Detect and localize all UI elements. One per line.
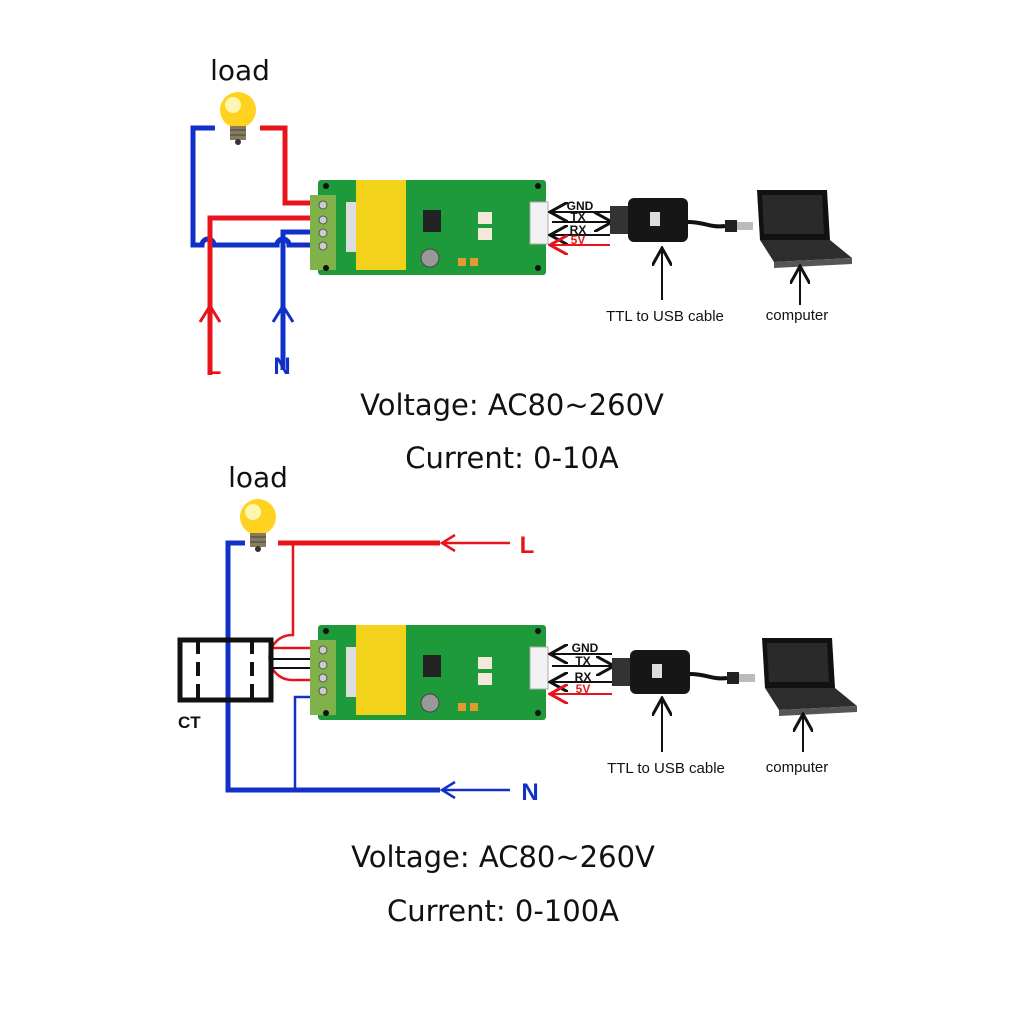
- bottom-laptop-icon: [762, 638, 857, 716]
- bottom-diagram: load L N CT GND TX RX 5V TTL: [177, 461, 857, 928]
- bottom-5v-label: 5V: [576, 682, 591, 696]
- bottom-line-label: L: [520, 532, 535, 559]
- top-usb-adapter-icon: [608, 196, 755, 244]
- bottom-neutral-main-wire: [225, 540, 440, 793]
- top-computer-label: computer: [766, 307, 829, 324]
- top-neutral-load-wire: [190, 125, 320, 248]
- top-load-label: load: [210, 54, 270, 87]
- bottom-rx-label: RX: [575, 670, 592, 684]
- top-bulb-icon: [219, 91, 257, 146]
- top-gnd-label: GND: [567, 199, 594, 213]
- bottom-load-label: load: [228, 461, 288, 494]
- top-live-load-wire: [260, 125, 320, 206]
- bottom-current-text: Current: 0-100A: [387, 894, 619, 928]
- bottom-pzem-board: [309, 624, 549, 721]
- bottom-usb-adapter-icon: [610, 648, 757, 696]
- bottom-gnd-label: GND: [572, 641, 599, 655]
- top-neutral-input-wire: [280, 229, 320, 370]
- top-diagram: load L N GND TX RX 5V TTL to USB cable c…: [190, 54, 852, 475]
- bottom-live-arrow-icon: [439, 533, 456, 553]
- bottom-neutral-label: N: [521, 779, 538, 806]
- top-cable-label: TTL to USB cable: [606, 308, 724, 325]
- bottom-neutral-arrow-icon: [439, 780, 456, 800]
- top-current-text: Current: 0-10A: [405, 441, 619, 475]
- top-laptop-icon: [757, 190, 852, 268]
- top-tx-label: TX: [570, 210, 585, 224]
- top-neutral-arrow-icon: [271, 303, 295, 323]
- top-neutral-label: N: [273, 353, 290, 380]
- bottom-tx-label: TX: [575, 654, 590, 668]
- ct-label: CT: [178, 713, 201, 732]
- top-rx-label: RX: [570, 223, 587, 237]
- top-voltage-text: Voltage: AC80~260V: [360, 388, 664, 422]
- bottom-voltage-text: Voltage: AC80~260V: [351, 840, 655, 874]
- bottom-cable-label: TTL to USB cable: [607, 760, 725, 777]
- top-pzem-board: [309, 179, 549, 276]
- top-live-input-wire: [207, 215, 320, 375]
- bottom-bulb-icon: [239, 498, 277, 553]
- top-5v-label: 5V: [571, 233, 586, 247]
- bottom-computer-label: computer: [766, 759, 829, 776]
- top-line-label: L: [207, 353, 222, 380]
- top-live-arrow-icon: [198, 303, 222, 323]
